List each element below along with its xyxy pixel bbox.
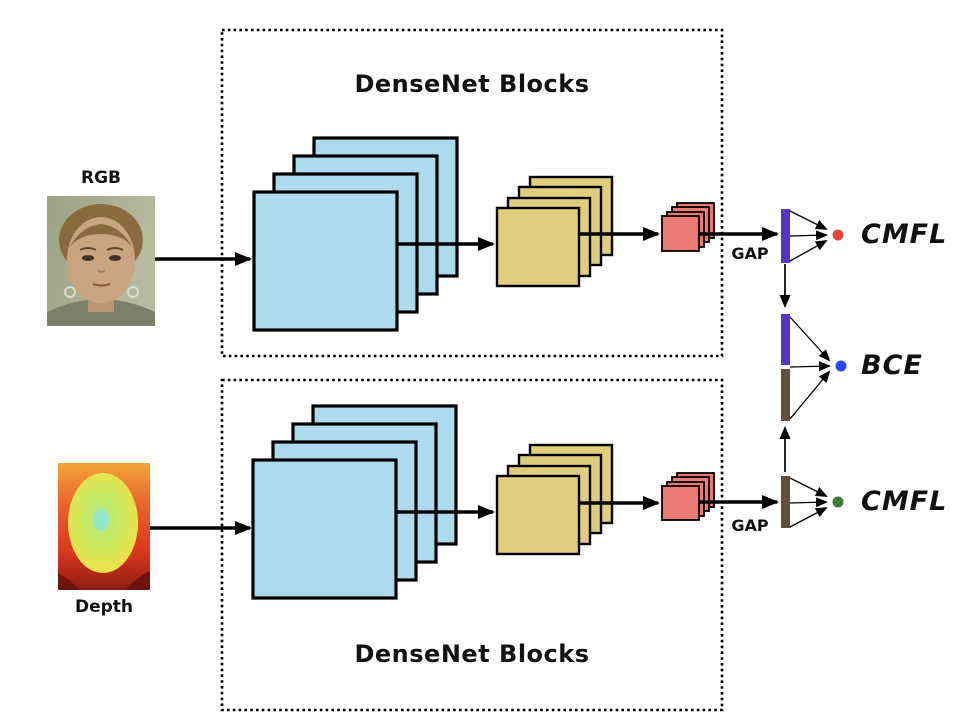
gap-label-rgb: GAP	[731, 244, 769, 263]
embedding-bar-joint-rgb-part	[781, 314, 790, 365]
rgb-input-label: RGB	[80, 168, 121, 188]
cmfl-label-depth: CMFL	[861, 486, 948, 517]
cmfl-depth-node-dot	[832, 496, 844, 508]
rgb-face-image	[47, 196, 155, 326]
embedding-bar-joint-depth-part	[781, 369, 790, 421]
flow-arrows	[150, 227, 779, 535]
cmfl-label-rgb: CMFL	[861, 219, 948, 250]
feature-stack-red-depth	[661, 472, 715, 521]
depth-map-image	[58, 463, 150, 590]
embedding-bar-depth	[781, 476, 790, 528]
densenet-box-rgb	[220, 28, 724, 358]
feature-stack-blue-rgb	[252, 136, 459, 332]
depth-input-label: Depth	[74, 597, 134, 617]
cmfl-rgb-node-dot	[832, 229, 844, 241]
densenet-title-top: DenseNet Blocks	[354, 70, 590, 98]
gap-label-depth: GAP	[731, 516, 769, 535]
feature-stack-yellow-depth	[495, 443, 614, 556]
bce-label: BCE	[861, 350, 923, 381]
densenet-box-depth	[220, 378, 724, 712]
feature-stack-red-rgb	[661, 202, 715, 252]
feature-stack-yellow-rgb	[495, 175, 614, 288]
loss-fan-lines	[789, 210, 831, 528]
embedding-bar-rgb	[781, 209, 790, 263]
bce-node-dot	[835, 360, 847, 372]
densenet-title-bottom: DenseNet Blocks	[354, 640, 590, 668]
feature-stack-blue-depth	[251, 404, 458, 600]
